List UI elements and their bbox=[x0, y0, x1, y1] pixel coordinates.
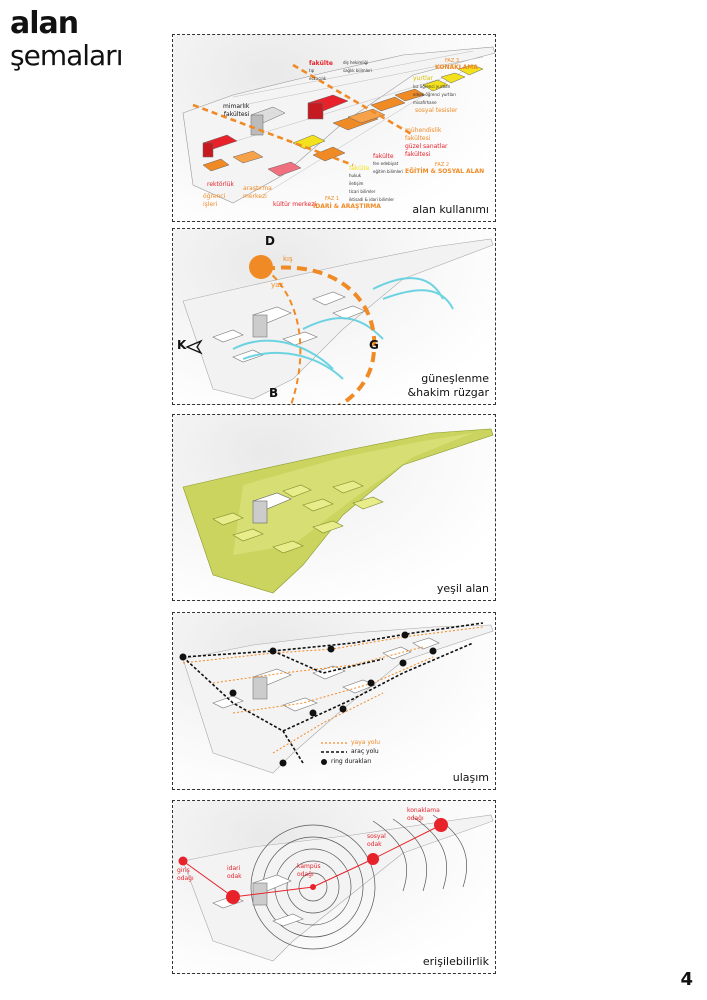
label-faz2: FAZ 2 bbox=[435, 162, 450, 168]
label-yurtlar: yurtlar bbox=[413, 75, 433, 82]
label-muhendislik: mühendislik fakültesi bbox=[405, 127, 442, 142]
sun-wind-caption: güneşlenme &hakim rüzgar bbox=[407, 372, 489, 400]
access-panel: konaklama odağı sosyal odak kampüs odağı… bbox=[172, 800, 496, 974]
label-ogrenci-isleri: öğrenci işleri bbox=[203, 193, 226, 208]
label-giris-odagi: giriş odağı bbox=[177, 867, 194, 882]
sun-wind-diagram bbox=[182, 238, 494, 404]
east-label: G bbox=[369, 338, 379, 352]
label-egitim-sosyal: EĞİTİM & SOSYAL ALAN bbox=[405, 168, 485, 175]
west-label: K bbox=[177, 338, 187, 352]
winter-label: kış bbox=[283, 255, 293, 263]
sun-wind-caption-line2: &hakim rüzgar bbox=[407, 386, 489, 399]
label-faz1: FAZ 1 bbox=[325, 196, 340, 202]
legend-car: araç yolu bbox=[351, 748, 379, 755]
title-line-1: alan bbox=[10, 6, 79, 41]
label-fakulte-mid-desc: fen edebiyat eğitim bilimleri bbox=[373, 161, 404, 174]
label-dis-hekimligi: diş hekimliği sağlık bilimleri bbox=[343, 60, 372, 73]
label-konaklama-odagi: konaklama odağı bbox=[407, 807, 440, 822]
label-guzel-sanatlar: güzel sanatlar fakültesi bbox=[405, 143, 448, 158]
label-idari: İDARİ & ARAŞTIRMA bbox=[313, 203, 381, 210]
label-mimarlik: mimarlık fakültesi bbox=[223, 103, 250, 118]
land-use-caption: alan kullanımı bbox=[412, 203, 489, 217]
green-panel: yeşil alan bbox=[172, 414, 496, 601]
transport-panel: yaya yolu araç yolu ring durakları ulaşı… bbox=[172, 612, 496, 790]
summer-label: yaz bbox=[271, 281, 284, 289]
transport-caption: ulaşım bbox=[452, 771, 489, 785]
label-fakulte-low: fakülte bbox=[349, 165, 370, 172]
green-diagram bbox=[182, 428, 494, 594]
access-caption: erişilebilirlik bbox=[422, 955, 489, 969]
land-use-diagram bbox=[182, 46, 495, 204]
legend-walk: yaya yolu bbox=[351, 739, 381, 746]
page-title: alan şemaları bbox=[10, 6, 123, 72]
label-fakulte-low-desc: hukuk iletişim ticari bilimler iktisadi … bbox=[349, 173, 395, 202]
north-label: D bbox=[265, 234, 275, 248]
sun-wind-panel: D kış yaz K G B güneşlenme &hakim rüzgar bbox=[172, 228, 496, 405]
label-konaklama: KONAKLAMA bbox=[435, 64, 478, 71]
label-kampus-odagi: kampüs odağı bbox=[297, 863, 321, 878]
south-label: B bbox=[269, 386, 279, 400]
label-sosyal-tesisler: sosyal tesisler bbox=[415, 107, 458, 114]
land-use-panel: fakülte tıp eczacılık diş hekimliği sağl… bbox=[172, 34, 496, 222]
page-number: 4 bbox=[680, 969, 693, 990]
label-sosyal-odak: sosyal odak bbox=[367, 833, 386, 848]
label-kultur: kültür merkezi bbox=[273, 201, 317, 208]
label-rektorluk: rektörlük bbox=[207, 181, 234, 188]
legend-ring: ring durakları bbox=[331, 758, 372, 765]
label-fakulte-top: fakülte bbox=[309, 60, 333, 67]
title-line-2: şemaları bbox=[10, 39, 123, 72]
green-caption: yeşil alan bbox=[436, 582, 489, 596]
access-diagram bbox=[178, 814, 494, 962]
label-idari-odak: idari odak bbox=[227, 865, 242, 880]
sun-wind-caption-line1: güneşlenme bbox=[421, 372, 489, 385]
label-arastirma: araştırma merkezi bbox=[243, 185, 272, 200]
label-tip-eczacilik: tıp eczacılık bbox=[309, 68, 327, 81]
label-fakulte-mid: fakülte bbox=[373, 153, 394, 160]
label-faz3: FAZ 3 bbox=[445, 58, 460, 64]
transport-diagram bbox=[179, 622, 494, 774]
label-yurt-desc: kız öğrenci yurtları erkek öğrenci yurtl… bbox=[413, 84, 456, 105]
